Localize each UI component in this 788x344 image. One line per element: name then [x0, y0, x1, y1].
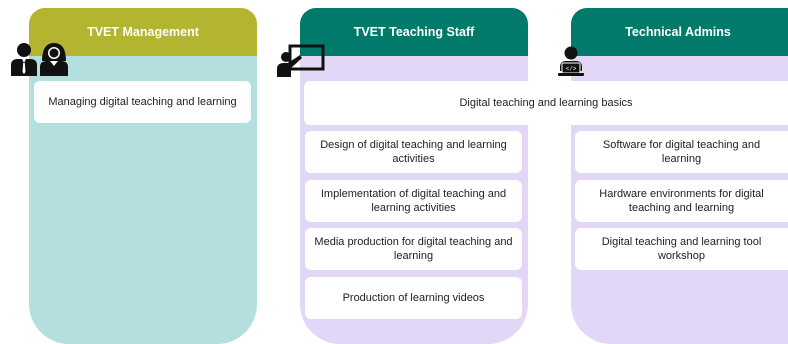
staff-card-1: Design of digital teaching and learning … [305, 131, 522, 173]
card-label: Managing digital teaching and learning [48, 95, 237, 108]
management-title: TVET Management [87, 25, 199, 39]
business-people-icon [11, 43, 68, 76]
staff-card-4: Production of learning videos [305, 277, 522, 319]
developer-laptop-icon: </> [558, 46, 584, 76]
card-label: Implementation of digital teaching and l… [320, 187, 507, 214]
admins-card-3: Digital teaching and learning tool works… [575, 228, 788, 270]
staff-card-3: Media production for digital teaching an… [305, 228, 522, 270]
card-label: Software for digital teaching and learni… [602, 138, 761, 165]
admins-card-2: Hardware environments for digital teachi… [575, 180, 788, 222]
staff-card-2: Implementation of digital teaching and l… [305, 180, 522, 222]
staff-header: TVET Teaching Staff [300, 8, 528, 56]
management-header: TVET Management [29, 8, 257, 56]
staff-title: TVET Teaching Staff [353, 25, 475, 39]
card-label: Digital teaching and learning tool works… [601, 235, 762, 262]
card-label: Production of learning videos [342, 291, 485, 304]
card-label: Digital teaching and learning basics [459, 96, 633, 109]
management-card-1: Managing digital teaching and learning [34, 81, 251, 123]
svg-text:</>: </> [566, 66, 577, 73]
teacher-presentation-icon [277, 44, 325, 77]
admins-header: Technical Admins [571, 8, 788, 56]
card-label: Hardware environments for digital teachi… [599, 187, 764, 214]
basics-card: Digital teaching and learning basics [304, 81, 788, 125]
admins-card-1: Software for digital teaching and learni… [575, 131, 788, 173]
admins-title: Technical Admins [625, 25, 731, 39]
admins-column: Technical Admins [571, 8, 788, 344]
card-label: Media production for digital teaching an… [314, 235, 513, 262]
card-label: Design of digital teaching and learning … [320, 138, 507, 165]
